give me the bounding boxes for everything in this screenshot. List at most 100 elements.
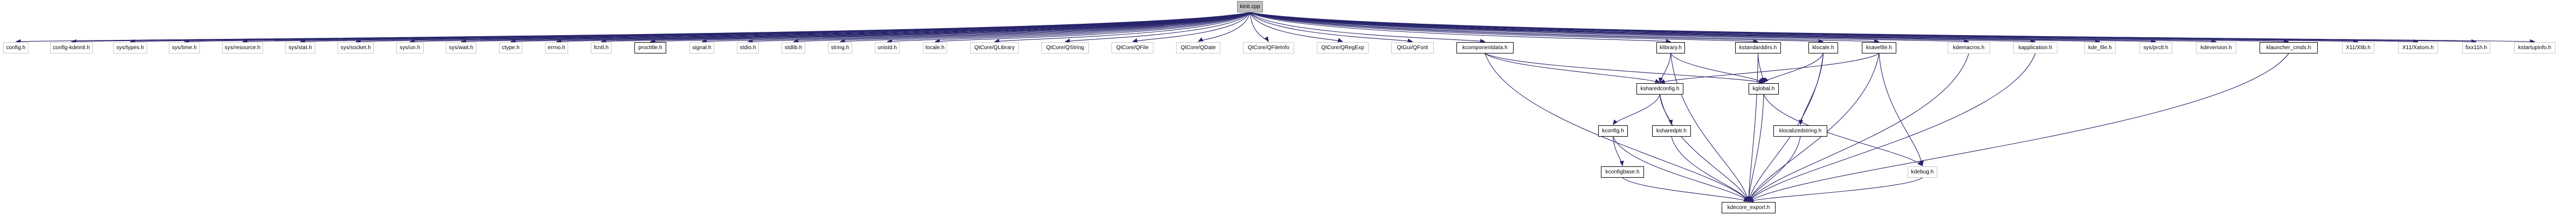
graph-node-label: stdio.h [740,44,756,51]
graph-node-label: QtCore/QDate [1180,44,1216,51]
graph-node[interactable]: sys/wait.h [446,42,476,53]
graph-node-label: sys/resource.h [224,44,261,51]
graph-node[interactable]: errno.h [545,42,568,53]
graph-node[interactable]: kdecore_export.h [1722,202,1776,213]
graph-node[interactable]: QtCore/QFileInfo [1243,42,1294,53]
graph-node[interactable]: stdio.h [737,42,759,53]
graph-edge [1065,12,1251,43]
graph-node-label: unistd.h [878,44,897,51]
graph-node[interactable]: kglobal.h [1749,83,1779,95]
graph-node[interactable]: QtCore/QRegExp [1317,42,1369,53]
graph-node-label: kstandarddirs.h [1739,44,1777,51]
graph-node[interactable]: fixx11h.h [2462,42,2490,53]
graph-node[interactable]: config-kdeinit.h [50,42,93,53]
graph-node[interactable]: stdlib.h [782,42,805,53]
graph-node[interactable]: kconfig.h [1598,125,1628,137]
graph-node[interactable]: kconfigbase.h [1601,166,1644,178]
graph-node[interactable]: unistd.h [875,42,900,53]
graph-node[interactable]: sys/resource.h [222,42,263,53]
graph-node[interactable]: kstandarddirs.h [1735,42,1781,53]
graph-node[interactable]: ctype.h [499,42,522,53]
graph-node[interactable]: QtCore/QDate [1176,42,1220,53]
graph-edge [1748,53,2289,202]
graph-edge [1249,12,2289,44]
graph-node[interactable]: ksavefile.h [1862,42,1896,53]
graph-edge [1249,12,2217,44]
graph-node[interactable]: kdebug.h [1908,166,1937,178]
graph-node-label: klocale.h [1812,44,1834,51]
graph-node[interactable]: QtCore/QLibrary [970,42,1019,53]
graph-node[interactable]: kde_file.h [2084,42,2116,53]
graph-edge [1249,12,1486,43]
graph-node-label: config.h [6,44,26,51]
graph-node[interactable]: sys/prctl.h [2139,42,2172,53]
graph-edge [1659,94,1673,125]
graph-node[interactable]: klauncher_cmds.h [2260,42,2318,53]
graph-node-label: sys/socket.h [340,44,371,51]
graph-node[interactable]: kdemacros.h [1947,42,1990,53]
graph-edge [1249,12,2536,44]
graph-node[interactable]: config.h [3,42,29,53]
graph-edge [1249,12,2036,44]
graph-node[interactable]: kcomponentdata.h [1456,42,1514,53]
graph-node-root[interactable]: kinit.cpp [1237,1,1263,12]
graph-node[interactable]: X11/Xlib.h [2342,42,2374,53]
graph-node[interactable]: signal.h [689,42,714,53]
graph-node[interactable]: kstartupinfo.h [2514,42,2556,53]
graph-node-label: kdeversion.h [2200,44,2232,51]
graph-node[interactable]: proctitle.h [634,42,666,53]
graph-node-label: sys/prctl.h [2143,44,2168,51]
graph-node[interactable]: fcntl.h [591,42,612,53]
graph-node-label: sys/types.h [116,44,144,51]
graph-node-label: X11/Xlib.h [2346,44,2371,51]
graph-edge [1612,136,1624,166]
graph-node-label: ctype.h [502,44,520,51]
graph-node[interactable]: X11/Xatom.h [2398,42,2438,53]
graph-node[interactable]: sys/time.h [169,42,200,53]
graph-node[interactable]: locale.h [923,42,947,53]
graph-node[interactable]: string.h [828,42,852,53]
graph-node[interactable]: sys/socket.h [337,42,374,53]
graph-edge [1748,177,1923,203]
graph-node-label: ksharedconfig.h [1640,85,1680,92]
graph-edge [793,12,1251,44]
graph-node[interactable]: ksharedptr.h [1652,125,1691,137]
graph-edge [129,12,1251,44]
graph-edge [1249,12,2157,44]
graph-node-label: klibrary.h [1660,44,1682,51]
graph-node-label: fcntl.h [593,44,609,51]
graph-node-label: sys/stat.h [288,44,312,51]
graph-edge [1746,94,1764,202]
graph-node[interactable]: ksharedconfig.h [1636,83,1683,95]
graph-node[interactable]: QtCore/QFile [1111,42,1154,53]
graph-node[interactable]: sys/un.h [396,42,424,53]
graph-edge [1746,53,1759,202]
graph-edge [1249,12,1343,43]
graph-edge [15,12,1251,44]
graph-node-label: sys/un.h [399,44,420,51]
graph-edge [650,12,1251,44]
graph-node[interactable]: kdeversion.h [2196,42,2236,53]
graph-node-label: config-kdeinit.h [53,44,90,51]
graph-node[interactable]: QtCore/QString [1041,42,1089,53]
graph-node-label: kconfigbase.h [1605,169,1640,175]
graph-node[interactable]: klibrary.h [1656,42,1685,53]
graph-node[interactable]: sys/types.h [113,42,147,53]
graph-node-label: kglobal.h [1752,85,1775,92]
graph-node[interactable]: klocalizedstring.h [1773,125,1827,137]
graph-edge [1879,53,1924,166]
graph-edge [184,12,1251,44]
graph-node[interactable]: sys/stat.h [285,42,315,53]
graph-node[interactable]: kapplication.h [2013,42,2057,53]
graph-edge [1249,12,2477,44]
graph-edge [1249,12,1672,44]
graph-edge [1249,12,2419,44]
graph-node-label: QtCore/QString [1046,44,1085,51]
graph-node-label: kcomponentdata.h [1462,44,1508,51]
graph-node-label: X11/Xatom.h [2402,44,2434,51]
graph-node-label: signal.h [692,44,712,51]
graph-node[interactable]: klocale.h [1808,42,1838,53]
graph-node[interactable]: QtGui/QFont [1391,42,1434,53]
